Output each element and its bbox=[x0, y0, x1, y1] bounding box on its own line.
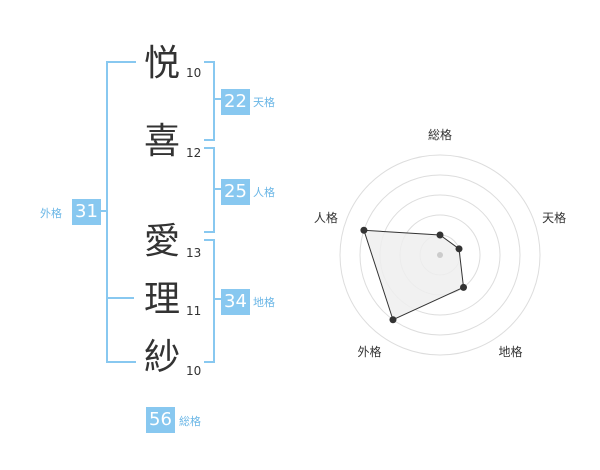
tenkaku-score: 22 bbox=[221, 89, 250, 115]
gaikaku-tick bbox=[100, 210, 108, 212]
radar-center bbox=[437, 252, 443, 258]
radar-axis-label-2: 天格 bbox=[542, 210, 566, 225]
radar-point-4 bbox=[389, 316, 397, 324]
chikaku-bracket bbox=[204, 239, 215, 363]
name-char-5: 紗 bbox=[143, 337, 180, 378]
jinkaku-score: 25 bbox=[221, 179, 250, 205]
gaikaku-bracket bbox=[106, 61, 136, 363]
stroke-count-1: 10 bbox=[186, 66, 202, 80]
jinkaku-label: 人格 bbox=[253, 186, 275, 199]
name-char-2: 喜 bbox=[143, 121, 180, 162]
radar-axis-label-5: 人格 bbox=[314, 210, 338, 225]
radar-point-5 bbox=[360, 226, 368, 234]
tenkaku-label: 天格 bbox=[253, 96, 275, 109]
radar-axis-label-4: 外格 bbox=[357, 344, 381, 359]
gaikaku-split-tick bbox=[106, 297, 134, 299]
jinkaku-bracket bbox=[204, 147, 215, 233]
gaikaku-label: 外格 bbox=[40, 207, 62, 220]
chikaku-score: 34 bbox=[221, 289, 250, 315]
name-char-4: 理 bbox=[143, 279, 180, 320]
radar-axis-label-1: 総格 bbox=[428, 127, 452, 142]
radar-point-2 bbox=[455, 245, 463, 253]
name-char-1: 悦 bbox=[143, 43, 180, 84]
chikaku-tick bbox=[213, 298, 221, 300]
soukaku-label: 総格 bbox=[179, 415, 201, 428]
name-char-3: 愛 bbox=[143, 221, 180, 262]
gaikaku-score: 31 bbox=[72, 199, 101, 225]
radar-point-1 bbox=[436, 231, 444, 239]
soukaku-score: 56 bbox=[146, 407, 175, 433]
radar-axis-label-3: 地格 bbox=[499, 344, 523, 359]
tenkaku-tick bbox=[213, 98, 221, 100]
stroke-count-3: 13 bbox=[186, 246, 202, 260]
stroke-count-5: 10 bbox=[186, 364, 202, 378]
jinkaku-tick bbox=[213, 188, 221, 190]
chikaku-label: 地格 bbox=[253, 296, 275, 309]
stroke-count-4: 11 bbox=[186, 304, 202, 318]
tenkaku-bracket bbox=[204, 61, 215, 141]
radar-point-3 bbox=[460, 283, 468, 291]
stroke-count-2: 12 bbox=[186, 146, 202, 160]
